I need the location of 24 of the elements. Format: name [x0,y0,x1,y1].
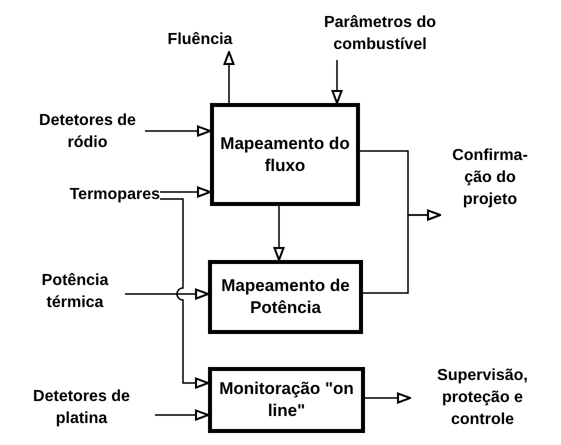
node-label: Confirma- ção do projeto [451,146,529,210]
process-box [210,103,360,206]
box-label: Mapeamento do fluxo [219,132,351,176]
node-label: Termopares [70,185,160,205]
node-label: Detetores de platina [32,387,131,429]
arrow [155,410,209,420]
arrow [363,210,441,294]
box-label: Monitoração "on line" [218,378,355,422]
arrow [224,51,234,103]
box-label: Mapeamento de Potência [220,275,351,319]
arrow [145,126,211,136]
arrow [274,206,284,261]
node-label: Potência térmica [40,271,110,313]
process-box [208,260,363,334]
node-label: Supervisão, proteção e controle [436,366,529,430]
node-label: Fluência [168,30,232,50]
process-box [208,367,365,433]
node-label: Parâmetros do combustível [322,13,438,55]
arrow [160,198,209,388]
arrow [160,186,211,198]
arrow [365,392,411,404]
arrow [125,288,209,300]
arrow [332,60,342,104]
node-label: Detetores de ródio [38,111,137,153]
